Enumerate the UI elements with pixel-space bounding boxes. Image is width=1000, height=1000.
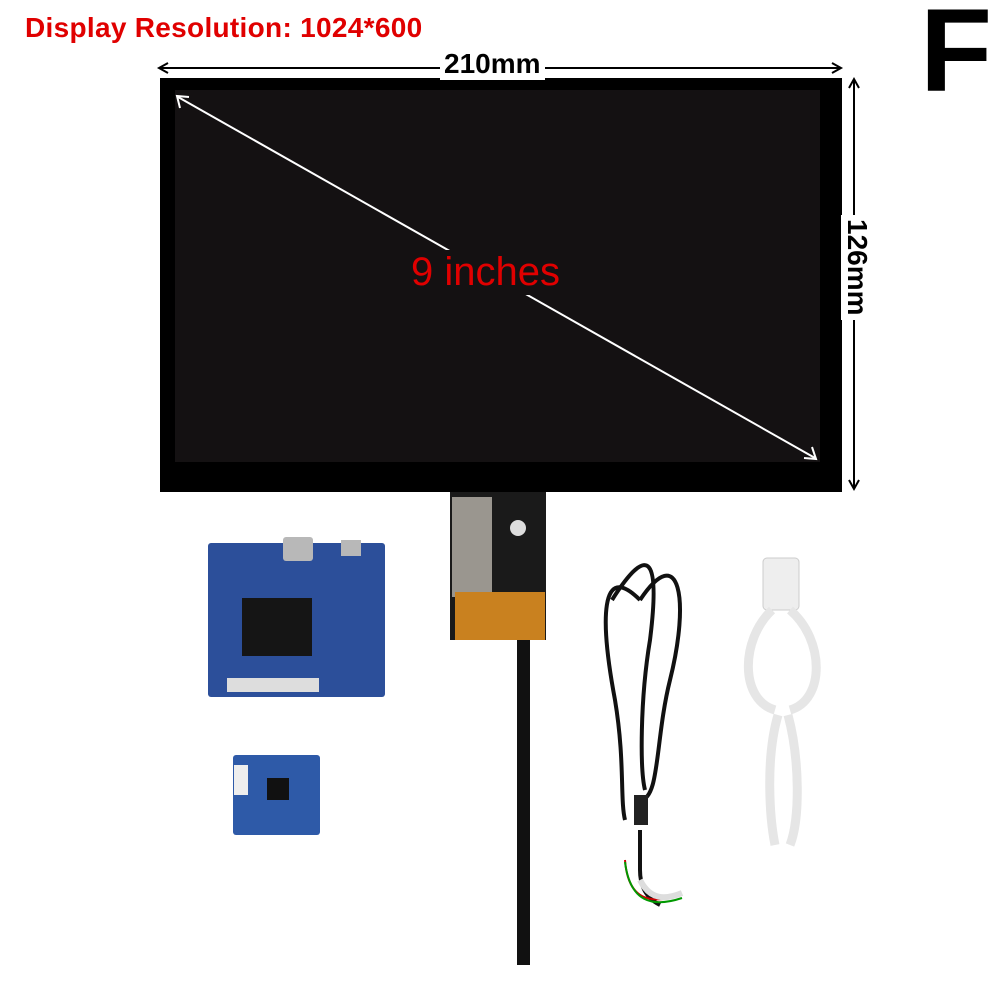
variant-label: F [920,0,993,117]
resolution-title: Display Resolution: 1024*600 [25,12,423,43]
black-usb-cable [603,563,682,907]
fpc-shield [452,497,492,597]
width-label: 210mm [440,48,545,80]
white-usb-cable [743,557,821,847]
touch-chip [267,778,289,800]
micro-usb-port [341,540,361,556]
touch-board-connector [234,765,248,795]
driver-chip [242,598,312,656]
ttl-connector [227,678,319,692]
connector-wires [624,859,684,904]
flex-cable-tail [517,640,530,965]
hdmi-port [283,537,313,561]
fpc-connector [455,592,545,640]
diagonal-label: 9 inches [405,250,566,295]
planet-logo-icon [510,520,526,536]
